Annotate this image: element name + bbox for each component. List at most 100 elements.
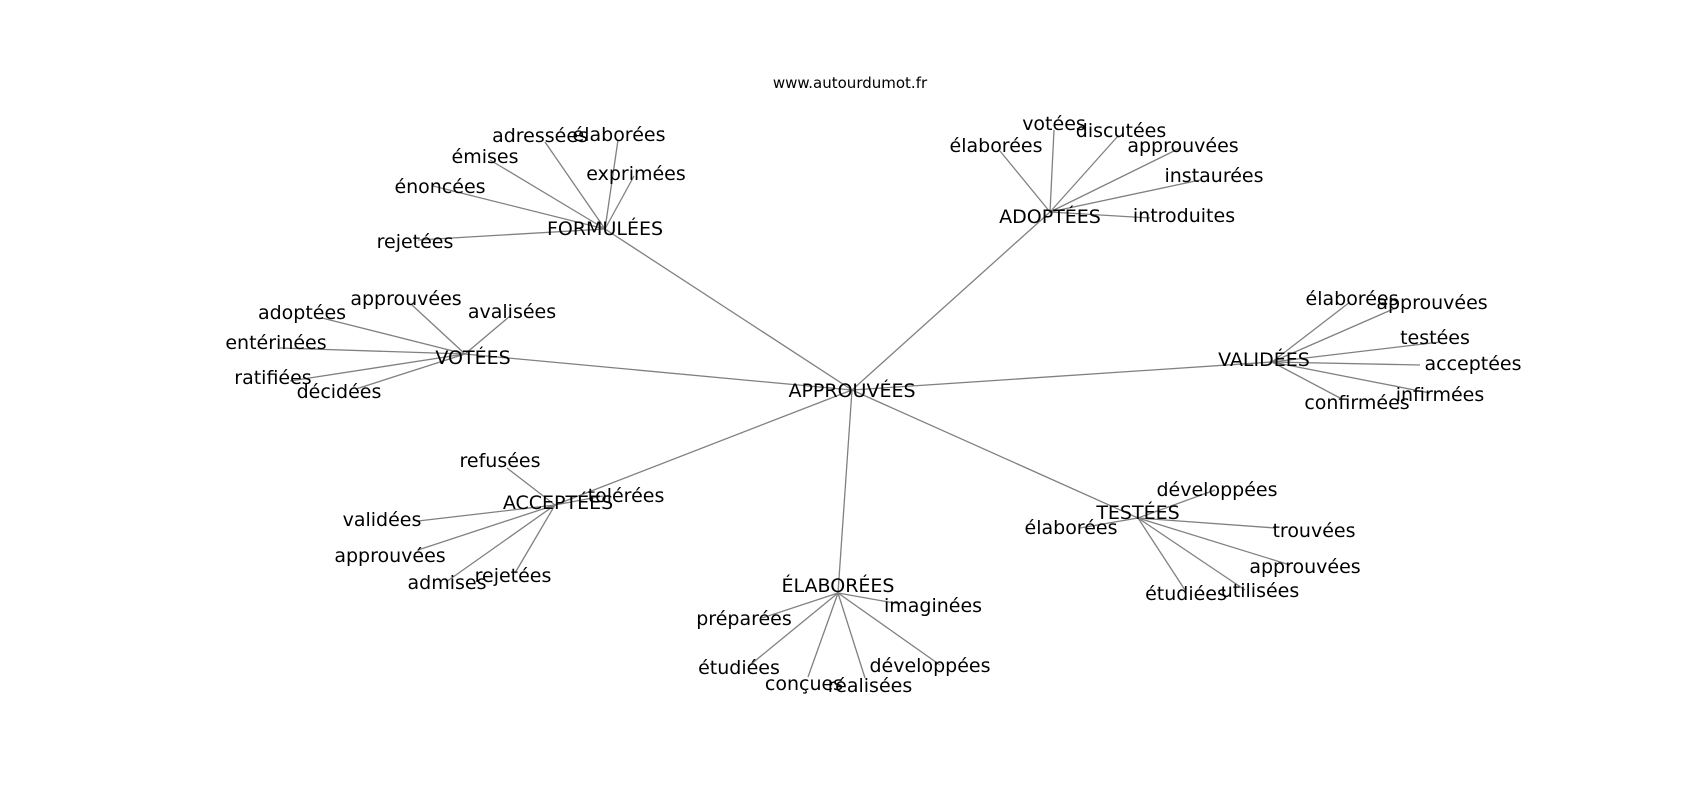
leaf-node-adoptees-0[interactable]: élaborées: [950, 135, 1043, 157]
edge-elaborees-5: [837, 592, 941, 666]
leaf-node-adoptees-3[interactable]: approuvées: [1127, 135, 1238, 157]
leaf-node-testees-0[interactable]: développées: [1157, 479, 1278, 501]
edge-validees-1: [1271, 306, 1399, 363]
edge-root-validees: [851, 361, 1273, 391]
leaf-node-validees-4[interactable]: infirmées: [1396, 384, 1485, 406]
edge-adoptees-2: [1049, 135, 1119, 213]
leaf-node-validees-0[interactable]: élaborées: [1306, 288, 1399, 310]
leaf-node-acceptees-4[interactable]: admises: [408, 572, 487, 594]
leaf-node-testees-2[interactable]: trouvées: [1272, 520, 1355, 542]
leaf-node-adoptees-4[interactable]: instaurées: [1164, 165, 1263, 187]
leaf-node-adoptees-2[interactable]: discutées: [1076, 120, 1166, 142]
edge-adoptees-4: [1049, 179, 1201, 213]
leaf-node-testees-5[interactable]: étudiées: [1145, 583, 1227, 605]
edge-votees-1: [411, 304, 466, 355]
edge-formulees-1: [432, 185, 606, 230]
edge-formulees-0: [417, 228, 606, 241]
leaf-node-elaborees-1[interactable]: imaginées: [884, 595, 982, 617]
edge-validees-4: [1271, 361, 1431, 394]
leaf-node-acceptees-3[interactable]: approuvées: [334, 545, 445, 567]
leaf-node-elaborees-0[interactable]: préparées: [696, 608, 792, 630]
edge-votees-5: [355, 353, 466, 390]
edge-votees-3: [279, 347, 466, 355]
leaf-node-votees-1[interactable]: approuvées: [350, 288, 461, 310]
edge-testees-2: [1137, 517, 1276, 529]
leaf-node-elaborees-4[interactable]: réalisées: [828, 675, 912, 697]
edge-acceptees-2: [417, 504, 556, 522]
edge-validees-3: [1271, 361, 1421, 366]
edge-validees-5: [1271, 361, 1341, 399]
leaf-node-elaborees-3[interactable]: conçues: [765, 673, 843, 695]
edge-testees-1: [1079, 517, 1139, 529]
edge-adoptees-0: [999, 150, 1051, 213]
edge-adoptees-1: [1049, 129, 1055, 213]
leaf-node-formulees-2[interactable]: émises: [452, 146, 519, 168]
edge-acceptees-4: [445, 504, 556, 583]
leaf-node-acceptees-0[interactable]: refusées: [460, 450, 541, 472]
edge-elaborees-4: [837, 592, 866, 679]
edge-root-adoptees: [851, 211, 1051, 391]
leaf-node-votees-2[interactable]: avalisées: [468, 301, 556, 323]
cluster-node-votees[interactable]: VOTÉES: [435, 346, 510, 369]
leaf-node-formulees-1[interactable]: énoncées: [394, 176, 485, 198]
leaf-node-formulees-0[interactable]: rejetées: [377, 231, 454, 253]
edge-testees-3: [1137, 517, 1291, 566]
edge-adoptees-5: [1049, 211, 1151, 219]
edge-formulees-5: [604, 175, 635, 230]
edge-root-votees: [464, 353, 853, 391]
edge-acceptees-0: [506, 467, 556, 506]
leaf-node-votees-0[interactable]: adoptées: [258, 302, 346, 324]
edge-validees-0: [1271, 301, 1351, 363]
edge-formulees-3: [544, 141, 606, 230]
leaf-node-adoptees-5[interactable]: introduites: [1133, 205, 1235, 227]
leaf-node-testees-4[interactable]: utilisées: [1221, 580, 1300, 602]
edge-validees-2: [1271, 341, 1441, 363]
leaf-node-elaborees-2[interactable]: étudiées: [698, 657, 780, 679]
edge-formulees-2: [489, 159, 606, 230]
cluster-node-validees[interactable]: VALIDÉES: [1218, 348, 1310, 371]
cluster-node-testees[interactable]: TESTÉES: [1095, 501, 1179, 524]
leaf-node-formulees-3[interactable]: adressées: [492, 125, 588, 147]
leaf-node-testees-3[interactable]: approuvées: [1249, 556, 1360, 578]
leaf-node-acceptees-1[interactable]: tolérées: [588, 485, 665, 507]
edge-adoptees-3: [1049, 147, 1181, 213]
leaf-node-votees-5[interactable]: décidées: [297, 381, 382, 403]
leaf-node-validees-3[interactable]: acceptées: [1424, 353, 1521, 375]
leaf-node-acceptees-2[interactable]: validées: [343, 509, 422, 531]
edge-formulees-4: [604, 139, 619, 230]
leaf-node-adoptees-1[interactable]: votées: [1022, 113, 1086, 135]
leaf-node-validees-1[interactable]: approuvées: [1376, 292, 1487, 314]
edge-root-elaborees: [837, 389, 853, 594]
edge-acceptees-1: [554, 495, 604, 506]
edge-root-testees: [851, 389, 1139, 519]
cluster-node-acceptees[interactable]: ACCEPTÉES: [503, 491, 613, 514]
edge-testees-0: [1137, 489, 1216, 519]
edge-acceptees-5: [514, 504, 556, 574]
cluster-node-elaborees[interactable]: ÉLABORÉES: [782, 574, 895, 597]
leaf-node-formulees-5[interactable]: exprimées: [586, 163, 686, 185]
edge-elaborees-2: [749, 592, 839, 666]
leaf-node-validees-2[interactable]: testées: [1400, 327, 1470, 349]
edge-root-acceptees: [554, 389, 853, 506]
leaf-node-acceptees-5[interactable]: rejetées: [475, 565, 552, 587]
edge-votees-2: [464, 315, 511, 355]
edge-elaborees-3: [807, 592, 839, 678]
edge-testees-4: [1137, 517, 1246, 591]
leaf-node-validees-5[interactable]: confirmées: [1304, 392, 1409, 414]
labels: APPROUVÉES FORMULÉES rejetées énoncées émis…: [225, 113, 1521, 697]
edges: [279, 129, 1441, 679]
edge-testees-5: [1137, 517, 1186, 591]
root-node[interactable]: APPROUVÉES: [788, 379, 915, 402]
leaf-node-testees-1[interactable]: élaborées: [1025, 517, 1118, 539]
leaf-node-votees-3[interactable]: entérinées: [225, 332, 326, 354]
edge-elaborees-0: [761, 592, 839, 619]
cluster-node-formulees[interactable]: FORMULÉES: [547, 217, 663, 240]
leaf-node-votees-4[interactable]: ratifiées: [234, 367, 311, 389]
cluster-node-adoptees[interactable]: ADOPTÉES: [999, 205, 1101, 228]
leaf-node-elaborees-5[interactable]: développées: [870, 655, 991, 677]
edge-votees-4: [289, 353, 466, 382]
site-title[interactable]: www.autourdumot.fr: [773, 74, 928, 92]
leaf-node-formulees-4[interactable]: élaborées: [573, 124, 666, 146]
edge-elaborees-1: [837, 592, 901, 605]
